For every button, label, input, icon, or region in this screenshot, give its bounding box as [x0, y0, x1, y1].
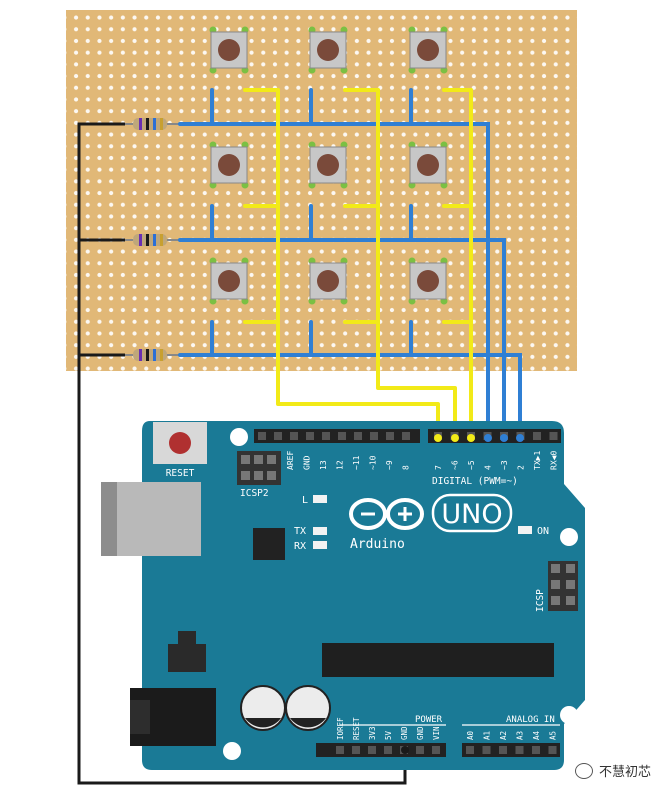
led-l-label: L [302, 495, 308, 506]
digital-pin-label: 12 [336, 460, 345, 470]
digital-label: DIGITAL (PWM=~) [432, 476, 518, 487]
icsp-label: ICSP [535, 589, 546, 612]
row2-wire [178, 238, 506, 440]
push-button-1 [209, 26, 249, 74]
analog-pin-label: A2 [499, 731, 508, 740]
col2-wire [376, 88, 457, 440]
push-button-6 [408, 141, 448, 189]
uno-text: UNO [441, 499, 502, 530]
reset-label: RESET [166, 468, 195, 479]
mount-hole [560, 706, 578, 724]
watermark-text: 不慧初芯 [598, 765, 651, 780]
led-on-label: ON [537, 526, 549, 537]
led-tx [313, 527, 327, 535]
power-pin-label: GND [400, 726, 409, 740]
power-pin-label: RESET [352, 717, 361, 740]
analog-pin-label: A1 [483, 731, 492, 740]
icsp2-label: ICSP2 [240, 488, 269, 499]
digital-pin-label: 2 [517, 465, 526, 470]
push-button-2 [308, 26, 348, 74]
led-l [313, 495, 327, 503]
digital-pin-label: AREF [286, 451, 295, 470]
push-button-4 [209, 141, 249, 189]
power-pin-label: 3V3 [368, 726, 377, 740]
analog-pin-label: A5 [549, 731, 558, 740]
watermark: 不慧初芯 [574, 761, 651, 780]
digital-pin-label: ~5 [467, 460, 476, 470]
push-button-9 [408, 257, 448, 305]
digital-pin-label: GND [303, 455, 312, 470]
power-pin-label: VIN [432, 726, 441, 740]
blue-wires [178, 88, 522, 440]
power-header [316, 743, 446, 757]
digital-pin-label: ~10 [369, 455, 378, 470]
atmega-chip [322, 643, 554, 677]
led-on [518, 526, 532, 534]
led-rx-label: RX [294, 541, 306, 552]
led-tx-label: TX [294, 526, 306, 537]
led-rx [313, 541, 327, 549]
capacitor-left [240, 685, 286, 731]
power-pin-label: 5V [384, 730, 393, 740]
uno-badge [431, 493, 513, 533]
resistor-group [125, 118, 180, 361]
arduino-uno-board: RESET ICSP2 L TX RX ON [101, 421, 585, 770]
push-button-grid [209, 26, 448, 305]
mount-hole [230, 428, 248, 446]
voltage-regulator [168, 644, 206, 672]
power-pin-label: GND [416, 726, 425, 740]
push-button-5 [308, 141, 348, 189]
digital-pin-label: ~3 [500, 460, 509, 470]
push-button-8 [308, 257, 348, 305]
digital-pin-label: 8 [402, 465, 411, 470]
digital-pin-label: TX▶1 [533, 451, 542, 470]
digital-pin-label: 7 [434, 465, 443, 470]
capacitor-right [285, 685, 331, 731]
row1-wire [178, 122, 490, 440]
wechat-icon [574, 762, 593, 779]
analog-label: ANALOG IN [506, 715, 555, 725]
digital-pin-label: ~11 [352, 455, 361, 470]
resistor-3 [125, 349, 180, 361]
digital-pin-label: ~6 [451, 460, 460, 470]
usb-chip [253, 528, 285, 560]
analog-header [462, 743, 560, 757]
digital-pin-label: 4 [484, 465, 493, 470]
gnd-wires [77, 122, 407, 785]
arduino-logo [349, 498, 424, 530]
push-button-7 [209, 257, 249, 305]
power-label: POWER [415, 715, 443, 725]
power-pin-label: IOREF [336, 717, 345, 740]
digital-pin-label: ~9 [385, 460, 394, 470]
resistor-1 [125, 118, 180, 130]
digital-pin-label: RX◀0 [550, 451, 559, 470]
brand-text: Arduino [350, 537, 405, 552]
analog-pin-label: A0 [466, 730, 475, 740]
stripboard [66, 10, 577, 371]
push-button-3 [408, 26, 448, 74]
header-right [428, 429, 561, 443]
analog-pin-label: A4 [532, 730, 541, 740]
row3-wire [178, 353, 522, 440]
analog-pin-label: A3 [516, 731, 525, 740]
mount-hole [223, 742, 241, 760]
usb-port [101, 482, 201, 556]
header-wire-ends [401, 434, 524, 754]
power-analog-pin-labels: IOREF RESET 3V3 5V GND GND VIN A0 A1 A2 A3 A4 A5 [336, 717, 558, 754]
resistor-2 [125, 234, 180, 246]
digital-pin-label: 13 [319, 460, 328, 470]
mount-hole [560, 528, 578, 546]
